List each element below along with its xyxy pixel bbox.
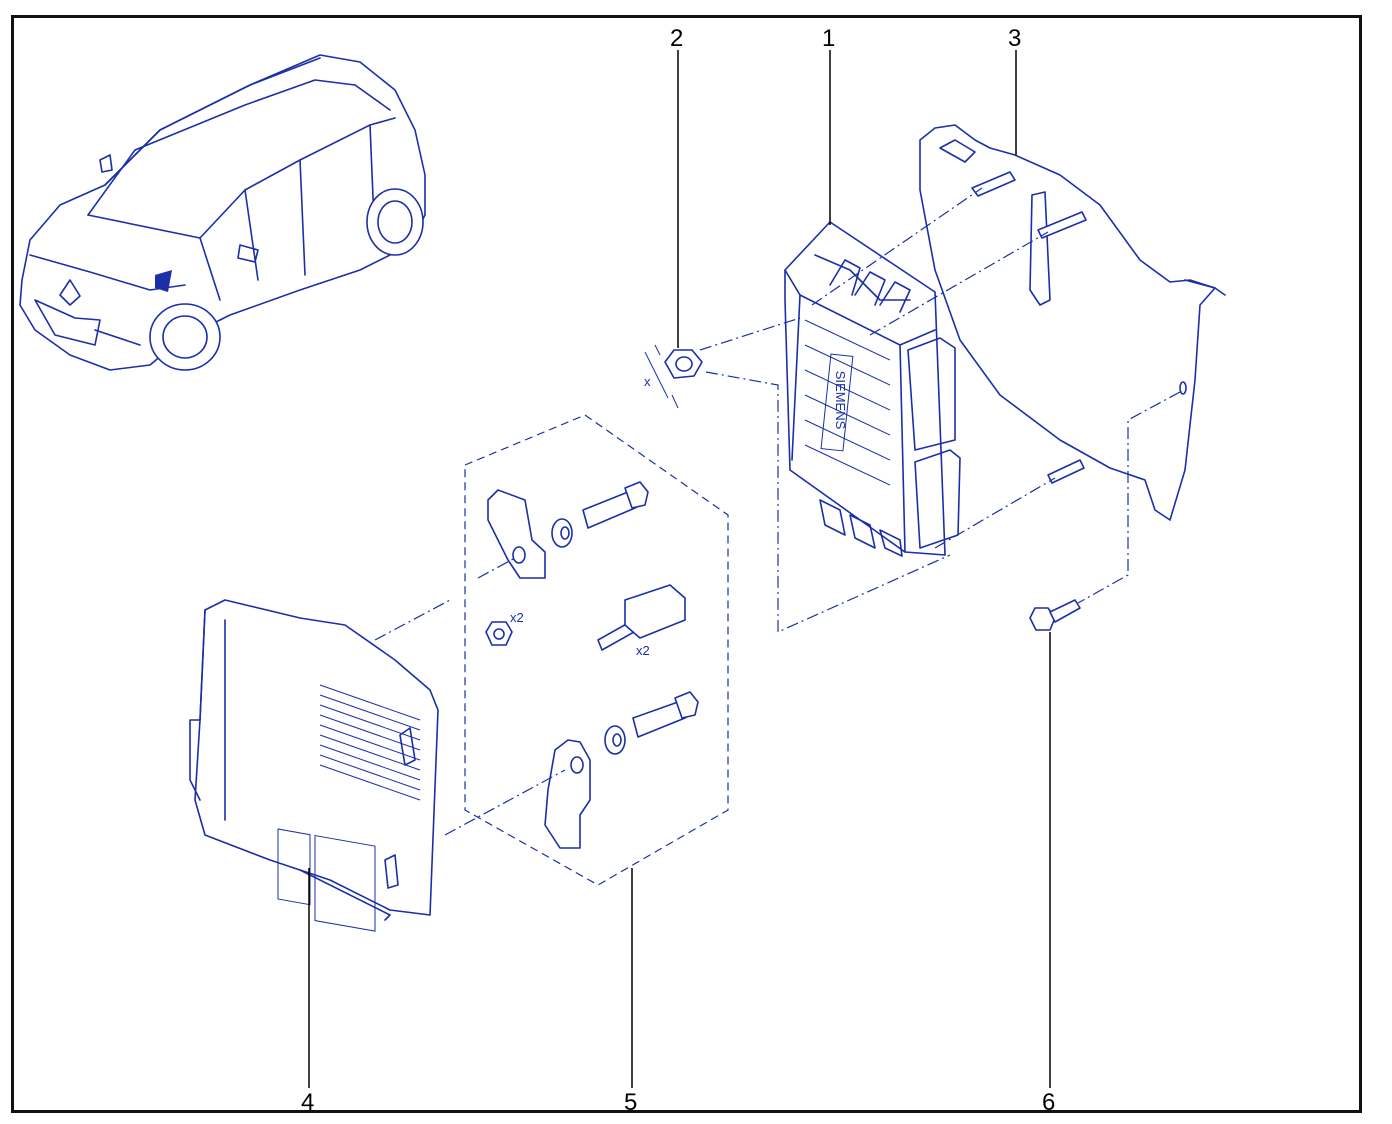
part-3-mounting-bracket: [919, 124, 1226, 521]
callout-2: 2: [670, 25, 683, 52]
part-6-screw: [1029, 599, 1081, 631]
callout-6: 6: [1042, 1089, 1055, 1116]
part-1-ecu-siemens: SIEMENS: [784, 221, 961, 557]
nut-dimension-label: x: [644, 374, 651, 389]
spacer-quantity-label: x2: [636, 643, 650, 658]
ecu-brand-label: SIEMENS: [833, 371, 848, 430]
callout-1: 1: [822, 25, 835, 52]
ecu-location-marker: [155, 270, 172, 292]
part-4-ecu-unit: [189, 599, 439, 932]
part-5-mounting-kit: x2 x2: [464, 414, 729, 886]
nut-quantity-label: x2: [510, 610, 524, 625]
vehicle-locator-illustration: [19, 54, 426, 371]
part-2-nut: x: [644, 344, 703, 409]
callout-5: 5: [624, 1089, 637, 1116]
assembly-lines: [374, 187, 1181, 836]
callout-3: 3: [1008, 25, 1021, 52]
callout-leaders: [308, 50, 1051, 1088]
callout-4: 4: [301, 1089, 314, 1116]
